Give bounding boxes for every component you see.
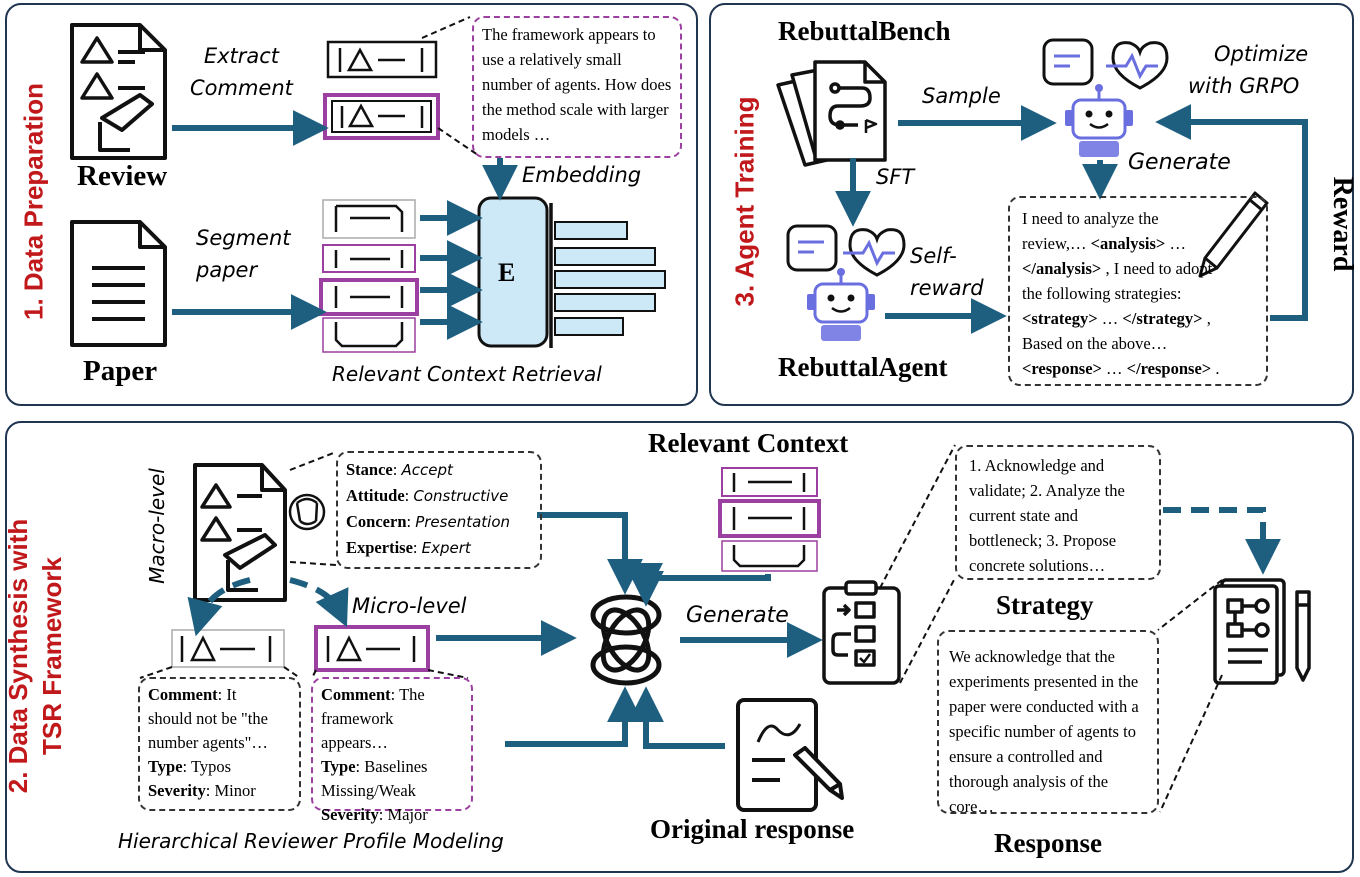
clipboard-checklist-icon: [822, 580, 901, 685]
panel-agent-training: [709, 3, 1354, 406]
segment-line1: Segment: [196, 226, 291, 250]
panel3-arrows: [835, 104, 1308, 334]
strategy-label: Strategy: [996, 590, 1094, 620]
paper-label: Paper: [83, 355, 158, 387]
bench-label: RebuttalBench: [778, 16, 951, 46]
original-response-label: Original response: [650, 814, 855, 844]
selfreward-line1: Self-: [910, 244, 957, 268]
flowchart-document-icon: [1213, 578, 1311, 685]
openai-logo-icon: [590, 594, 662, 686]
agent-output-box: I need to analyze the review,… <analysis…: [1008, 196, 1268, 386]
paper-document-icon: [70, 220, 167, 347]
reviewer-document-icon: [193, 463, 287, 602]
generate-label-bottom: Generate: [686, 603, 789, 628]
robot-bottom-icon: [786, 224, 906, 341]
context-chips: [718, 467, 821, 572]
retrieval-bars: [554, 221, 666, 336]
dashed-arrows: [187, 507, 1281, 637]
encoder-label: E: [498, 258, 516, 287]
response-label: Response: [994, 828, 1103, 858]
micro-label: Micro-level: [352, 594, 467, 618]
output-line-7: <response> … </response> .: [1022, 359, 1220, 378]
review-label: Review: [77, 160, 168, 192]
response-text-box: We acknowledge that the experiments pres…: [937, 630, 1159, 816]
embedding-label: Embedding: [522, 163, 642, 187]
major-comment-box: Comment: The framework appears… Type: Ba…: [311, 677, 473, 824]
profile-expertise: Expertise: Expert: [346, 538, 471, 557]
macro-profile-box: Stance: Accept Attitude: Constructive Co…: [336, 451, 542, 569]
output-line-1: I need to analyze the: [1022, 209, 1159, 228]
panel-data-preparation: [5, 3, 698, 406]
context-to-openai-arrow: [628, 570, 771, 607]
selfreward-label: Self- reward: [910, 240, 984, 304]
benchmark-stack-icon: [776, 60, 887, 167]
profile-stance: Stance: Accept: [346, 460, 453, 479]
extract-line2: Comment: [190, 76, 293, 100]
minor-comment-chip: [171, 629, 285, 668]
panel1-arrows: [172, 110, 518, 340]
optimize-line2: with GRPO: [1188, 74, 1300, 98]
relevant-context-label: Relevant Context: [648, 428, 849, 458]
hierarchical-label: Hierarchical Reviewer Profile Modeling: [118, 829, 504, 853]
comment-chip-plain: [326, 40, 438, 79]
comment-text-box: The framework appears to use a relativel…: [472, 16, 682, 158]
output-line-3: </analysis> , I need to adopt: [1022, 259, 1213, 278]
strategy-text-box: 1. Acknowledge and validate; 2. Analyze …: [955, 445, 1161, 580]
minor-comment-box: Comment: It should not be "the number ag…: [138, 677, 301, 811]
sample-label: Sample: [922, 84, 1001, 108]
selfreward-line2: reward: [910, 276, 984, 300]
panel2-title-line2: TSR Framework: [37, 557, 67, 755]
segment-label: Segment paper: [196, 222, 291, 286]
sft-label: SFT: [876, 165, 915, 189]
output-line-2: review,… <analysis> …: [1022, 234, 1186, 253]
generate-label-top: Generate: [1128, 150, 1231, 175]
optimize-label: Optimize with GRPO: [1188, 38, 1308, 102]
segment-chips: [319, 199, 419, 353]
original-response-icon: [736, 698, 844, 812]
robot-top-icon: [1042, 38, 1169, 157]
panel1-title: 1. Data Preparation: [18, 83, 49, 320]
retrieval-label: Relevant Context Retrieval: [332, 362, 602, 386]
panel2-title: 2. Data Synthesis with TSR Framework: [1, 491, 69, 821]
profile-concern: Concern: Presentation: [346, 512, 511, 531]
output-line-5: <strategy> … </strategy> ,: [1022, 309, 1211, 328]
reward-label: Reward: [1327, 176, 1358, 272]
panel2-title-line1: 2. Data Synthesis with: [3, 518, 33, 794]
agent-label: RebuttalAgent: [778, 352, 948, 382]
extract-line1: Extract: [203, 44, 280, 68]
openai-logo-small-icon: [288, 493, 326, 531]
major-comment-chip: [314, 625, 430, 672]
dashed-connectors: [139, 16, 1223, 813]
panel3-title: 3. Agent Training: [729, 96, 760, 307]
profile-attitude: Attitude: Constructive: [346, 486, 509, 505]
panel-data-synthesis: [5, 421, 1354, 873]
output-line-6: Based on the above…: [1022, 334, 1168, 353]
output-line-4: the following strategies:: [1022, 284, 1182, 303]
extract-label: Extract Comment: [190, 40, 293, 104]
review-document-icon: [70, 23, 167, 160]
segment-line2: paper: [196, 258, 258, 282]
optimize-line1: Optimize: [1214, 42, 1309, 66]
macro-label: Macro-level: [145, 468, 169, 584]
